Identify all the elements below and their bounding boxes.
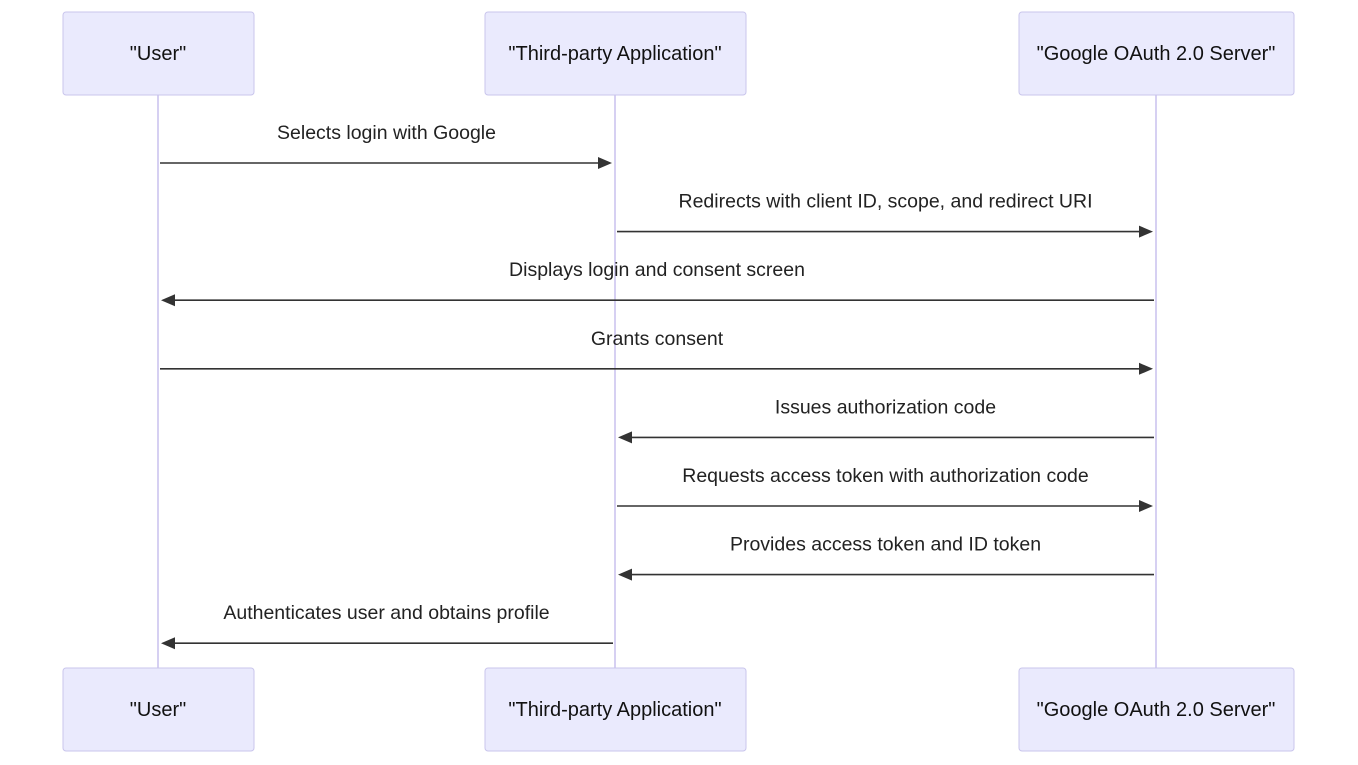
message-label: Provides access token and ID token	[730, 534, 1041, 556]
arrowhead-icon	[618, 431, 632, 444]
actor-label: "Google OAuth 2.0 Server"	[1037, 43, 1276, 65]
message-label: Selects login with Google	[277, 122, 496, 144]
actor-box	[62, 667, 255, 752]
message-label: Redirects with client ID, scope, and red…	[679, 191, 1093, 213]
actor-bottom-google-oauth-server: "Google OAuth 2.0 Server"	[1018, 667, 1295, 752]
arrowhead-icon	[598, 157, 612, 169]
message-label: Displays login and consent screen	[509, 259, 805, 281]
arrowhead-icon	[1139, 500, 1153, 512]
actor-label: "Google OAuth 2.0 Server"	[1037, 699, 1276, 721]
message-label: Issues authorization code	[775, 396, 996, 418]
message-label: Authenticates user and obtains profile	[223, 602, 549, 624]
message-1: Selects login with Google	[160, 122, 612, 169]
actor-label: "Third-party Application"	[508, 699, 721, 721]
message-6: Requests access token with authorization…	[617, 465, 1153, 512]
message-3: Displays login and consent screen	[161, 259, 1154, 307]
actor-label: "User"	[130, 43, 186, 65]
actor-box	[484, 667, 747, 752]
message-label: Grants consent	[591, 328, 724, 350]
actor-label: "Third-party Application"	[508, 43, 721, 65]
actor-box	[62, 11, 255, 96]
actor-bottom-third-party-application: "Third-party Application"	[484, 667, 747, 752]
actor-box	[1018, 11, 1295, 96]
actor-box	[484, 11, 747, 96]
actor-label: "User"	[130, 699, 186, 721]
message-label: Requests access token with authorization…	[682, 465, 1088, 487]
arrowhead-icon	[161, 637, 175, 650]
arrowhead-icon	[161, 294, 175, 307]
actor-top-user: "User"	[62, 11, 255, 96]
arrowhead-icon	[1139, 225, 1153, 238]
message-4: Grants consent	[160, 328, 1153, 375]
arrowhead-icon	[618, 568, 632, 581]
actor-top-google-oauth-server: "Google OAuth 2.0 Server"	[1018, 11, 1295, 96]
arrowhead-icon	[1139, 362, 1153, 375]
message-8: Authenticates user and obtains profile	[161, 602, 613, 650]
actor-top-third-party-application: "Third-party Application"	[484, 11, 747, 96]
actor-box	[1018, 667, 1295, 752]
actor-bottom-user: "User"	[62, 667, 255, 752]
message-2: Redirects with client ID, scope, and red…	[617, 191, 1153, 238]
message-5: Issues authorization code	[618, 396, 1154, 444]
message-7: Provides access token and ID token	[618, 534, 1154, 581]
